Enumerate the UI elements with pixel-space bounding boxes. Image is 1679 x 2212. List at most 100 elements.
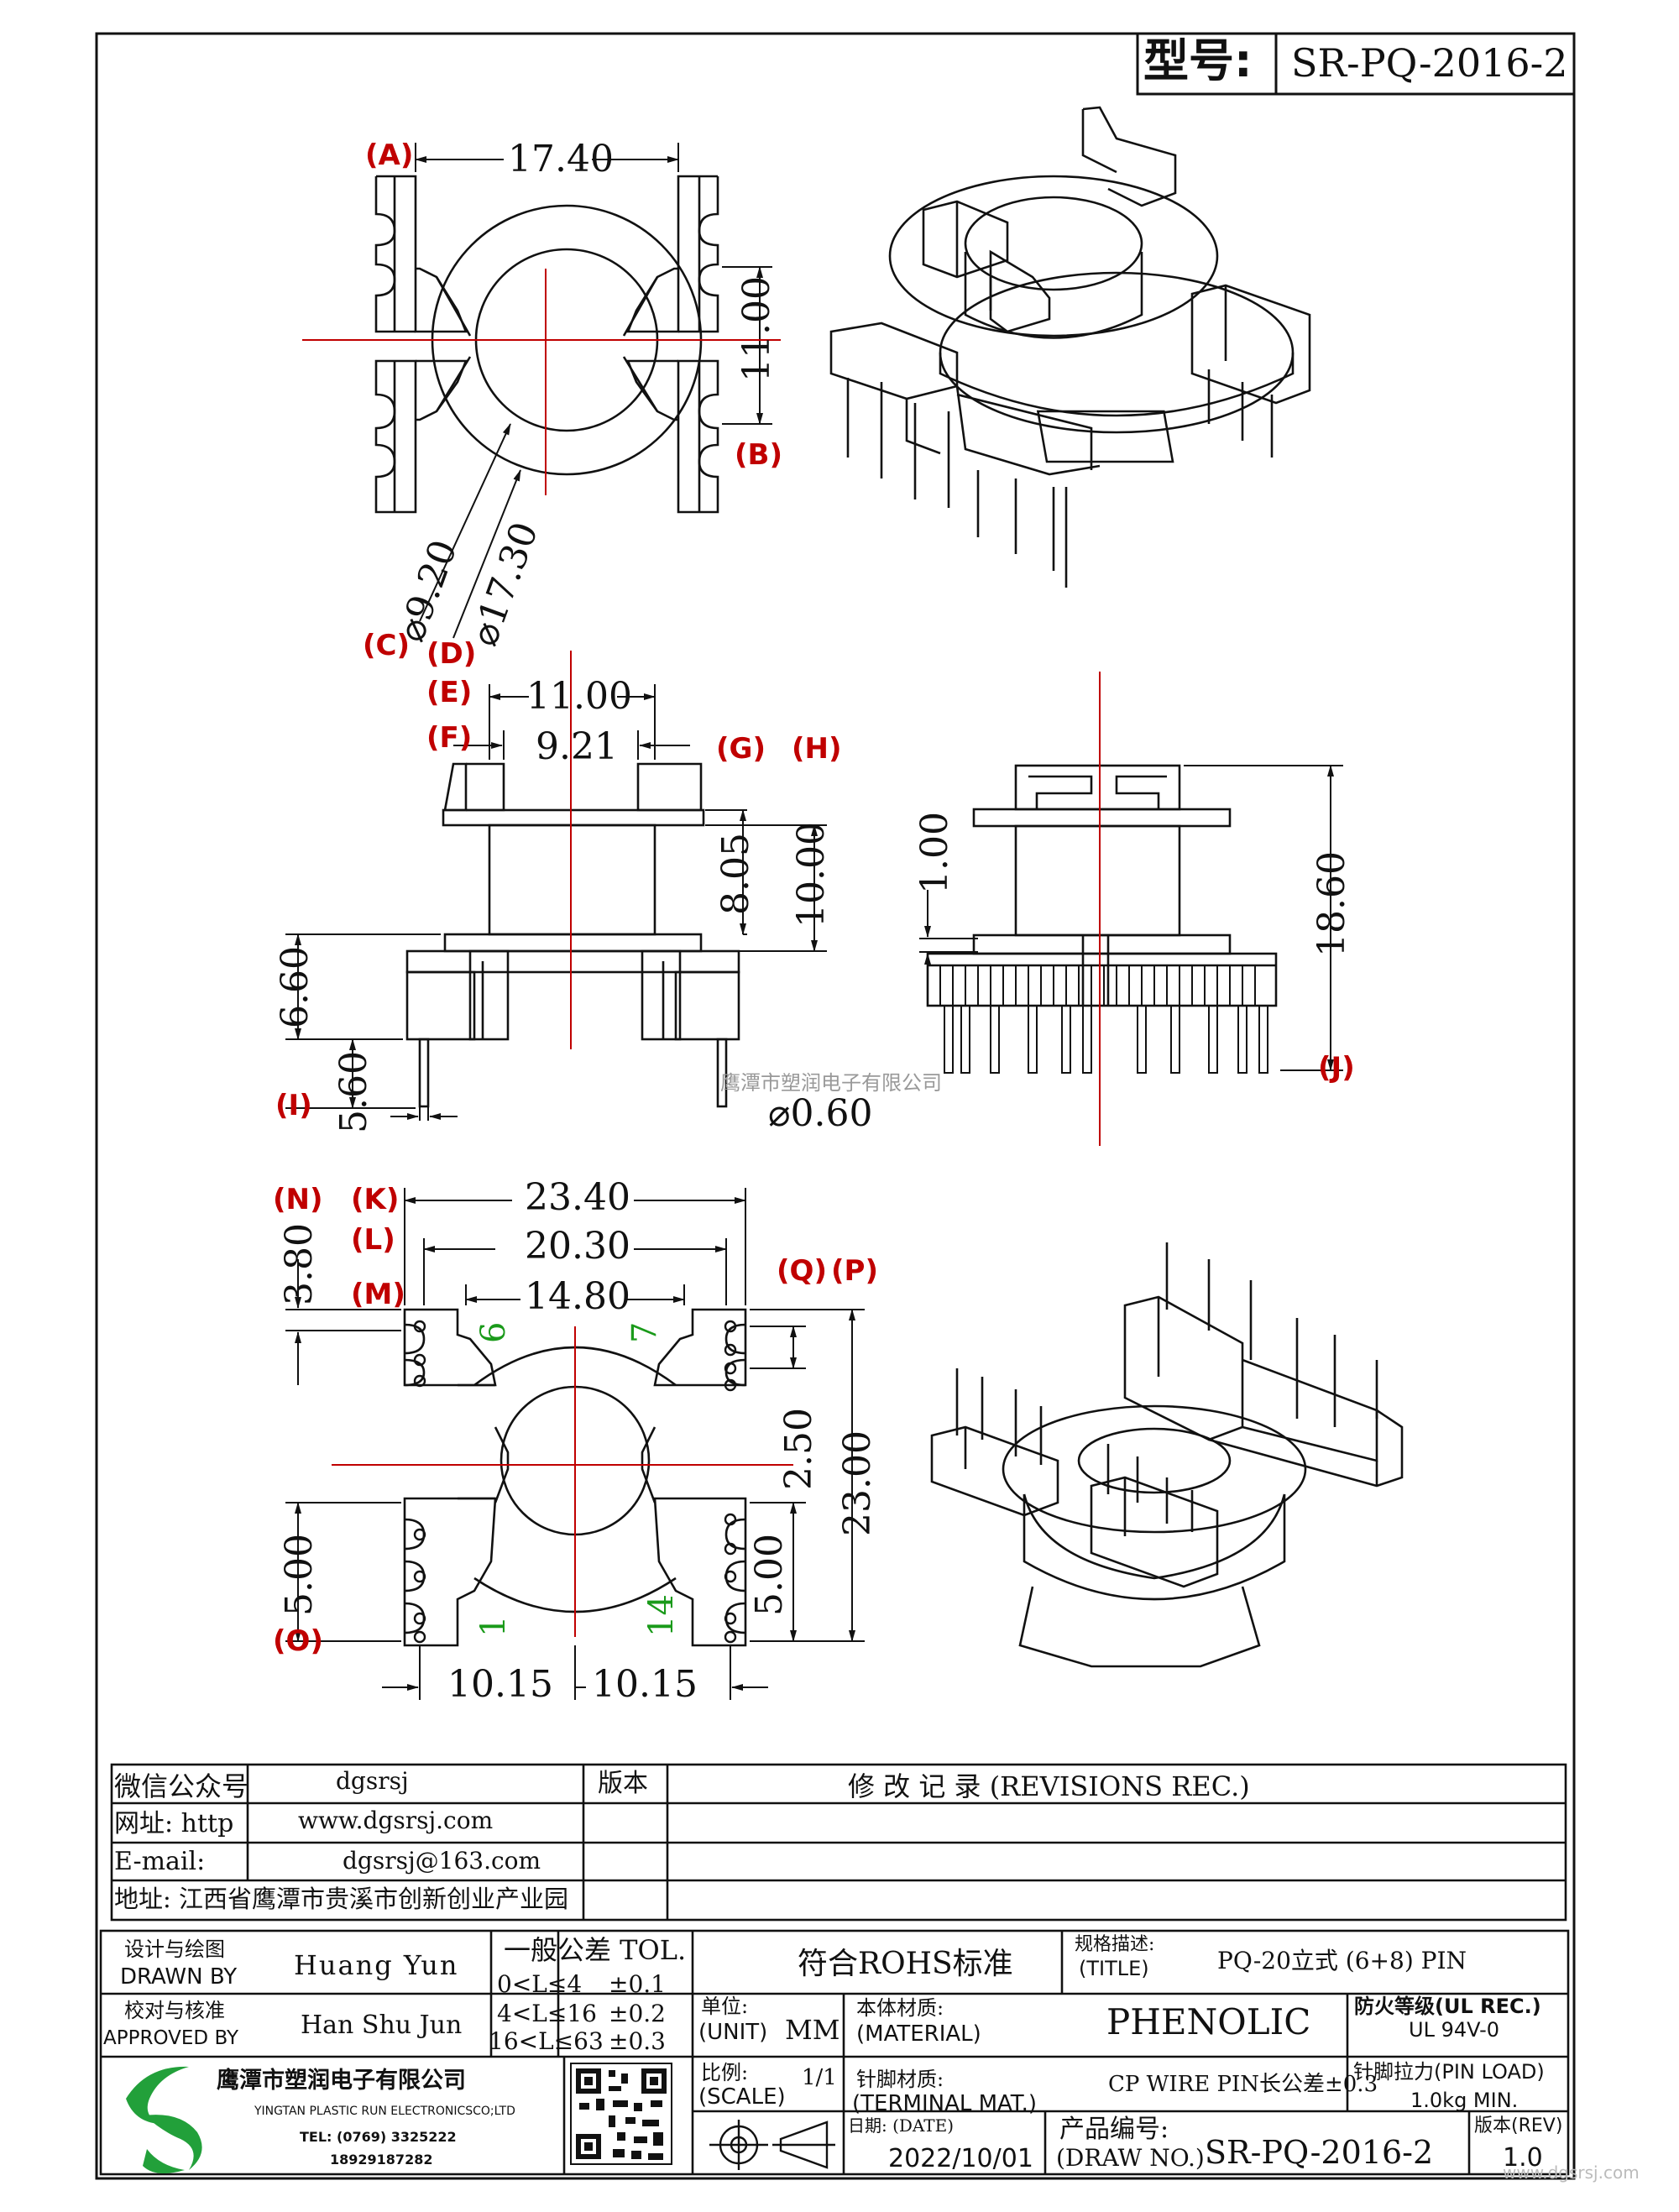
tol-row-3-value: ±0.3 — [609, 2027, 666, 2055]
dim-10-15-right: 10.15 — [592, 1663, 698, 1706]
ref-k: (K) — [351, 1183, 400, 1216]
ref-h: (H) — [792, 732, 842, 766]
projection-symbol — [709, 2120, 835, 2170]
drawno-en: (DRAW NO.) — [1056, 2144, 1205, 2172]
version-label: 版本 — [598, 1769, 648, 1798]
unit-en: (UNIT) — [698, 2020, 768, 2045]
date-cn: 日期: (DATE) — [848, 2115, 955, 2136]
date-value: 2022/10/01 — [888, 2144, 1033, 2173]
ref-q: (Q) — [777, 1254, 827, 1288]
qr-code — [570, 2063, 672, 2165]
tol-row-1-range: 0<L≤4 — [497, 1970, 583, 1998]
terminal-en: (TERMINAL MAT.) — [852, 2091, 1038, 2116]
dim-17-40: 17.40 — [508, 138, 614, 180]
side-pin — [1028, 1005, 1038, 1074]
ref-e: (E) — [426, 676, 473, 709]
pin-label-6: 6 — [474, 1321, 513, 1343]
web-value[interactable]: www.dgsrsj.com — [298, 1807, 494, 1834]
front-view — [405, 762, 740, 1108]
pin-label-7: 7 — [625, 1321, 664, 1343]
side-pin — [1061, 1005, 1071, 1074]
side-view — [926, 764, 1278, 1007]
terminal-cn: 针脚材质: — [856, 2068, 944, 2091]
dim-6-60: 6.60 — [274, 946, 316, 1028]
unit-cn: 单位: — [701, 1995, 749, 2018]
bottom-view-pin-holes — [413, 1320, 737, 1644]
dim-5-00-right: 5.00 — [748, 1534, 791, 1616]
dim-10-00: 10.00 — [790, 822, 833, 928]
side-pin — [990, 1005, 1000, 1074]
email-value[interactable]: dgsrsj@163.com — [343, 1847, 541, 1875]
material-value: PHENOLIC — [1106, 2001, 1311, 2042]
pinload-value: 1.0kg MIN. — [1410, 2089, 1519, 2112]
side-pin — [1208, 1005, 1218, 1074]
email-label: E-mail: — [114, 1847, 206, 1876]
checker: Han Shu Jun — [301, 2011, 463, 2040]
company-name-en: YINGTAN PLASTIC RUN ELECTRONICSCO;LTD — [254, 2105, 515, 2118]
unit-value: MM — [785, 2014, 840, 2046]
dim-23-00: 23.00 — [836, 1430, 879, 1536]
ref-o: (O) — [273, 1624, 323, 1658]
ref-c: (C) — [363, 629, 411, 662]
dim-8-05: 8.05 — [714, 833, 757, 915]
scale-value: 1/1 — [802, 2065, 837, 2090]
tol-row-2-range: 4<L≤16 — [497, 2000, 597, 2027]
model-value: SR-PQ-2016-2 — [1291, 40, 1568, 86]
tol-row-3-range: 16<L≤63 — [489, 2027, 604, 2055]
ref-f: (F) — [426, 721, 473, 755]
site-watermark: www.dgsrsj.com — [1503, 2162, 1640, 2183]
drawno-value: SR-PQ-2016-2 — [1205, 2134, 1434, 2171]
company-tel: TEL: (0769) 3325222 — [300, 2129, 457, 2145]
scale-cn: 比例: — [701, 2061, 749, 2084]
pinload-cn: 针脚拉力(PIN LOAD) — [1353, 2060, 1545, 2084]
designer: Huang Yun — [294, 1949, 459, 1981]
company-name-cn: 鹰潭市塑润电子有限公司 — [217, 2068, 466, 2094]
ref-g: (G) — [716, 732, 766, 766]
dim-pin-dia: ⌀0.60 — [768, 1092, 873, 1135]
dim-3-80: 3.80 — [278, 1223, 321, 1305]
tol-row-2-value: ±0.2 — [609, 2000, 666, 2027]
rev-cn: 版本(REV) — [1474, 2115, 1563, 2136]
dim-1-00: 1.00 — [913, 812, 956, 894]
dim-5-60: 5.60 — [332, 1051, 375, 1133]
dim-9-21: 9.21 — [536, 725, 618, 768]
side-pin — [960, 1005, 970, 1074]
ref-n: (N) — [273, 1183, 323, 1216]
spec-en: (TITLE) — [1079, 1957, 1149, 1980]
side-pin — [1170, 1005, 1180, 1074]
dim-20-30: 20.30 — [525, 1225, 630, 1268]
info-table — [99, 1763, 1570, 2176]
material-cn: 本体材质: — [856, 1996, 944, 2020]
check-cn: 校对与核准 — [124, 1999, 225, 2022]
ref-j: (J) — [1318, 1051, 1355, 1085]
web-label: 网址: http — [114, 1809, 234, 1838]
side-pin — [944, 1005, 954, 1074]
fire-cn: 防火等级(UL REC.) — [1354, 1995, 1541, 2018]
rohs-compliance: 符合ROHS标准 — [798, 1947, 1013, 1981]
design-en: DRAWN BY — [120, 1964, 238, 1990]
revisions-title: 修 改 记 录 (REVISIONS REC.) — [848, 1770, 1250, 1802]
dim-5-00-left: 5.00 — [278, 1534, 321, 1616]
iso-view-bottom — [930, 1242, 1404, 1668]
model-label: 型号: — [1143, 34, 1253, 87]
sheet-border — [95, 32, 1576, 2180]
wechat-value: dgsrsj — [336, 1767, 409, 1795]
rev-value: 1.0 — [1503, 2143, 1543, 2173]
dim-10-15-left: 10.15 — [447, 1663, 553, 1706]
dim-14-80: 14.80 — [525, 1275, 630, 1318]
spec-cn: 规格描述: — [1075, 1934, 1155, 1955]
dim-11-00: 11.00 — [735, 276, 778, 382]
dim-23-40: 23.40 — [525, 1176, 630, 1219]
fire-value: UL 94V-0 — [1409, 2018, 1500, 2042]
tol-row-1-value: ±0.1 — [609, 1970, 666, 1998]
pin-label-14: 14 — [642, 1594, 681, 1637]
dim-18-60: 18.60 — [1310, 851, 1353, 957]
ref-l: (L) — [351, 1223, 395, 1257]
side-pin — [1082, 1005, 1092, 1074]
spec-value: PQ-20立式 (6+8) PIN — [1217, 1947, 1467, 1974]
company-mobile: 18929187282 — [330, 2152, 433, 2168]
center-lines — [302, 269, 1101, 1637]
top-view — [374, 175, 719, 514]
dim-11-00-front: 11.00 — [526, 675, 632, 718]
